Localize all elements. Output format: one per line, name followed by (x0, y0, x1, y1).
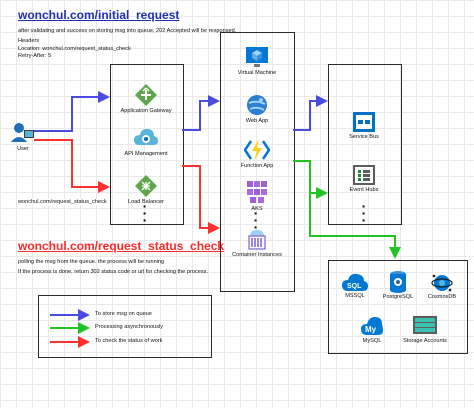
user-to-gateway-red-arrow (34, 139, 110, 193)
web-app-label: Web App (245, 118, 269, 124)
legend-processing: Processing asynchronously (95, 324, 164, 330)
application-gateway-node[interactable]: Application Gateway (116, 84, 176, 114)
service-bus-icon (353, 112, 375, 132)
mysql-node[interactable]: My MySQL (352, 314, 392, 344)
service-bus-node[interactable]: Service Bus (333, 112, 395, 140)
cosmosdb-label: CosmosDB (427, 294, 457, 300)
container-instances-icon (246, 229, 268, 251)
postgresql-icon (388, 270, 408, 294)
postgresql-label: PostgreSQL (382, 294, 414, 300)
api-management-icon (134, 127, 158, 149)
mysql-label: MySQL (362, 338, 382, 344)
user-node[interactable]: User (10, 120, 36, 154)
postgresql-node[interactable]: PostgreSQL (376, 270, 420, 300)
event-hubs-label: Event Hubs (349, 187, 379, 193)
storage-group-box (328, 260, 468, 354)
virtual-machine-label: Virtual Machine (237, 70, 277, 76)
gateway-more-icon: ··· (142, 198, 148, 228)
mssql-node[interactable]: SQL MSSQL (335, 272, 375, 299)
cosmosdb-node[interactable]: CosmosDB (424, 272, 460, 300)
application-gateway-label: Application Gateway (120, 108, 172, 114)
function-app-icon (243, 138, 271, 162)
event-hubs-node[interactable]: Event Hubs (333, 165, 395, 193)
location-line: Location: wonchul.com/request_status_che… (18, 45, 131, 52)
container-instances-label: Container Instances (232, 252, 282, 258)
status-check-edge-label: wonchul.com/request_status_check (18, 199, 107, 205)
virtual-machine-node[interactable]: Virtual Machine (226, 45, 288, 76)
mssql-icon: SQL (342, 272, 368, 292)
legend-box (38, 295, 212, 358)
status-line-2: If the process is done, return 302 statu… (18, 269, 208, 276)
storage-accounts-label: Storage Accounts (403, 338, 447, 344)
storage-accounts-node[interactable]: Storage Accounts (395, 316, 455, 344)
user-to-gateway-blue-arrow (34, 91, 110, 132)
load-balancer-label: Load Balancer (127, 199, 165, 205)
api-management-label: API Management (124, 151, 168, 157)
legend-store-msg: To store msg on queue (95, 311, 152, 317)
gateway-to-compute-red-arrow (182, 165, 220, 234)
queue-group-box (328, 64, 402, 225)
user-label: User (17, 146, 29, 152)
retry-after-line: Retry-After: 5 (18, 52, 52, 59)
function-app-label: Function App (240, 163, 274, 169)
status-check-title: wonchul.com/request_status_check (18, 239, 225, 253)
svg-text:My: My (365, 325, 377, 334)
web-app-icon (246, 94, 268, 116)
virtual-machine-icon (245, 45, 269, 69)
desc-line: after validating and success on storing … (18, 28, 237, 34)
status-check-description: polling the msg from the queue. the proc… (18, 259, 258, 277)
aks-label: AKS (251, 206, 263, 212)
load-balancer-node[interactable]: Load Balancer (116, 175, 176, 205)
status-line-1: polling the msg from the queue. the proc… (18, 259, 165, 265)
web-app-node[interactable]: Web App (226, 94, 288, 124)
storage-accounts-icon (413, 316, 437, 334)
svg-text:SQL: SQL (347, 283, 362, 290)
application-gateway-icon (135, 84, 157, 106)
aks-node[interactable]: AKS (226, 180, 288, 212)
compute-to-storage-green-arrow (293, 160, 401, 259)
legend-check-status: To check the status of work (95, 338, 163, 344)
api-management-node[interactable]: API Management (116, 127, 176, 157)
gateway-group-box (110, 64, 184, 225)
load-balancer-icon (135, 175, 157, 197)
gateway-to-compute-blue-arrow (182, 95, 220, 131)
user-icon (11, 123, 34, 142)
event-hubs-icon (353, 165, 375, 185)
queue-more-icon: ··· (361, 198, 367, 228)
function-app-node[interactable]: Function App (226, 138, 288, 169)
headers-line: Headers (18, 38, 40, 45)
aks-icon (245, 180, 269, 206)
service-bus-label: Service Bus (349, 134, 379, 140)
initial-request-title: wonchul.com/initial_request (18, 8, 180, 22)
container-instances-node[interactable]: Container Instances (222, 229, 292, 258)
compute-to-queue-blue-arrow (293, 95, 328, 131)
mssql-label: MSSQL (345, 293, 365, 299)
cosmosdb-icon (431, 272, 453, 294)
mysql-icon: My (361, 314, 383, 336)
initial-request-description: after validating and success on storing … (18, 28, 248, 60)
compute-more-icon: ··· (253, 205, 259, 235)
